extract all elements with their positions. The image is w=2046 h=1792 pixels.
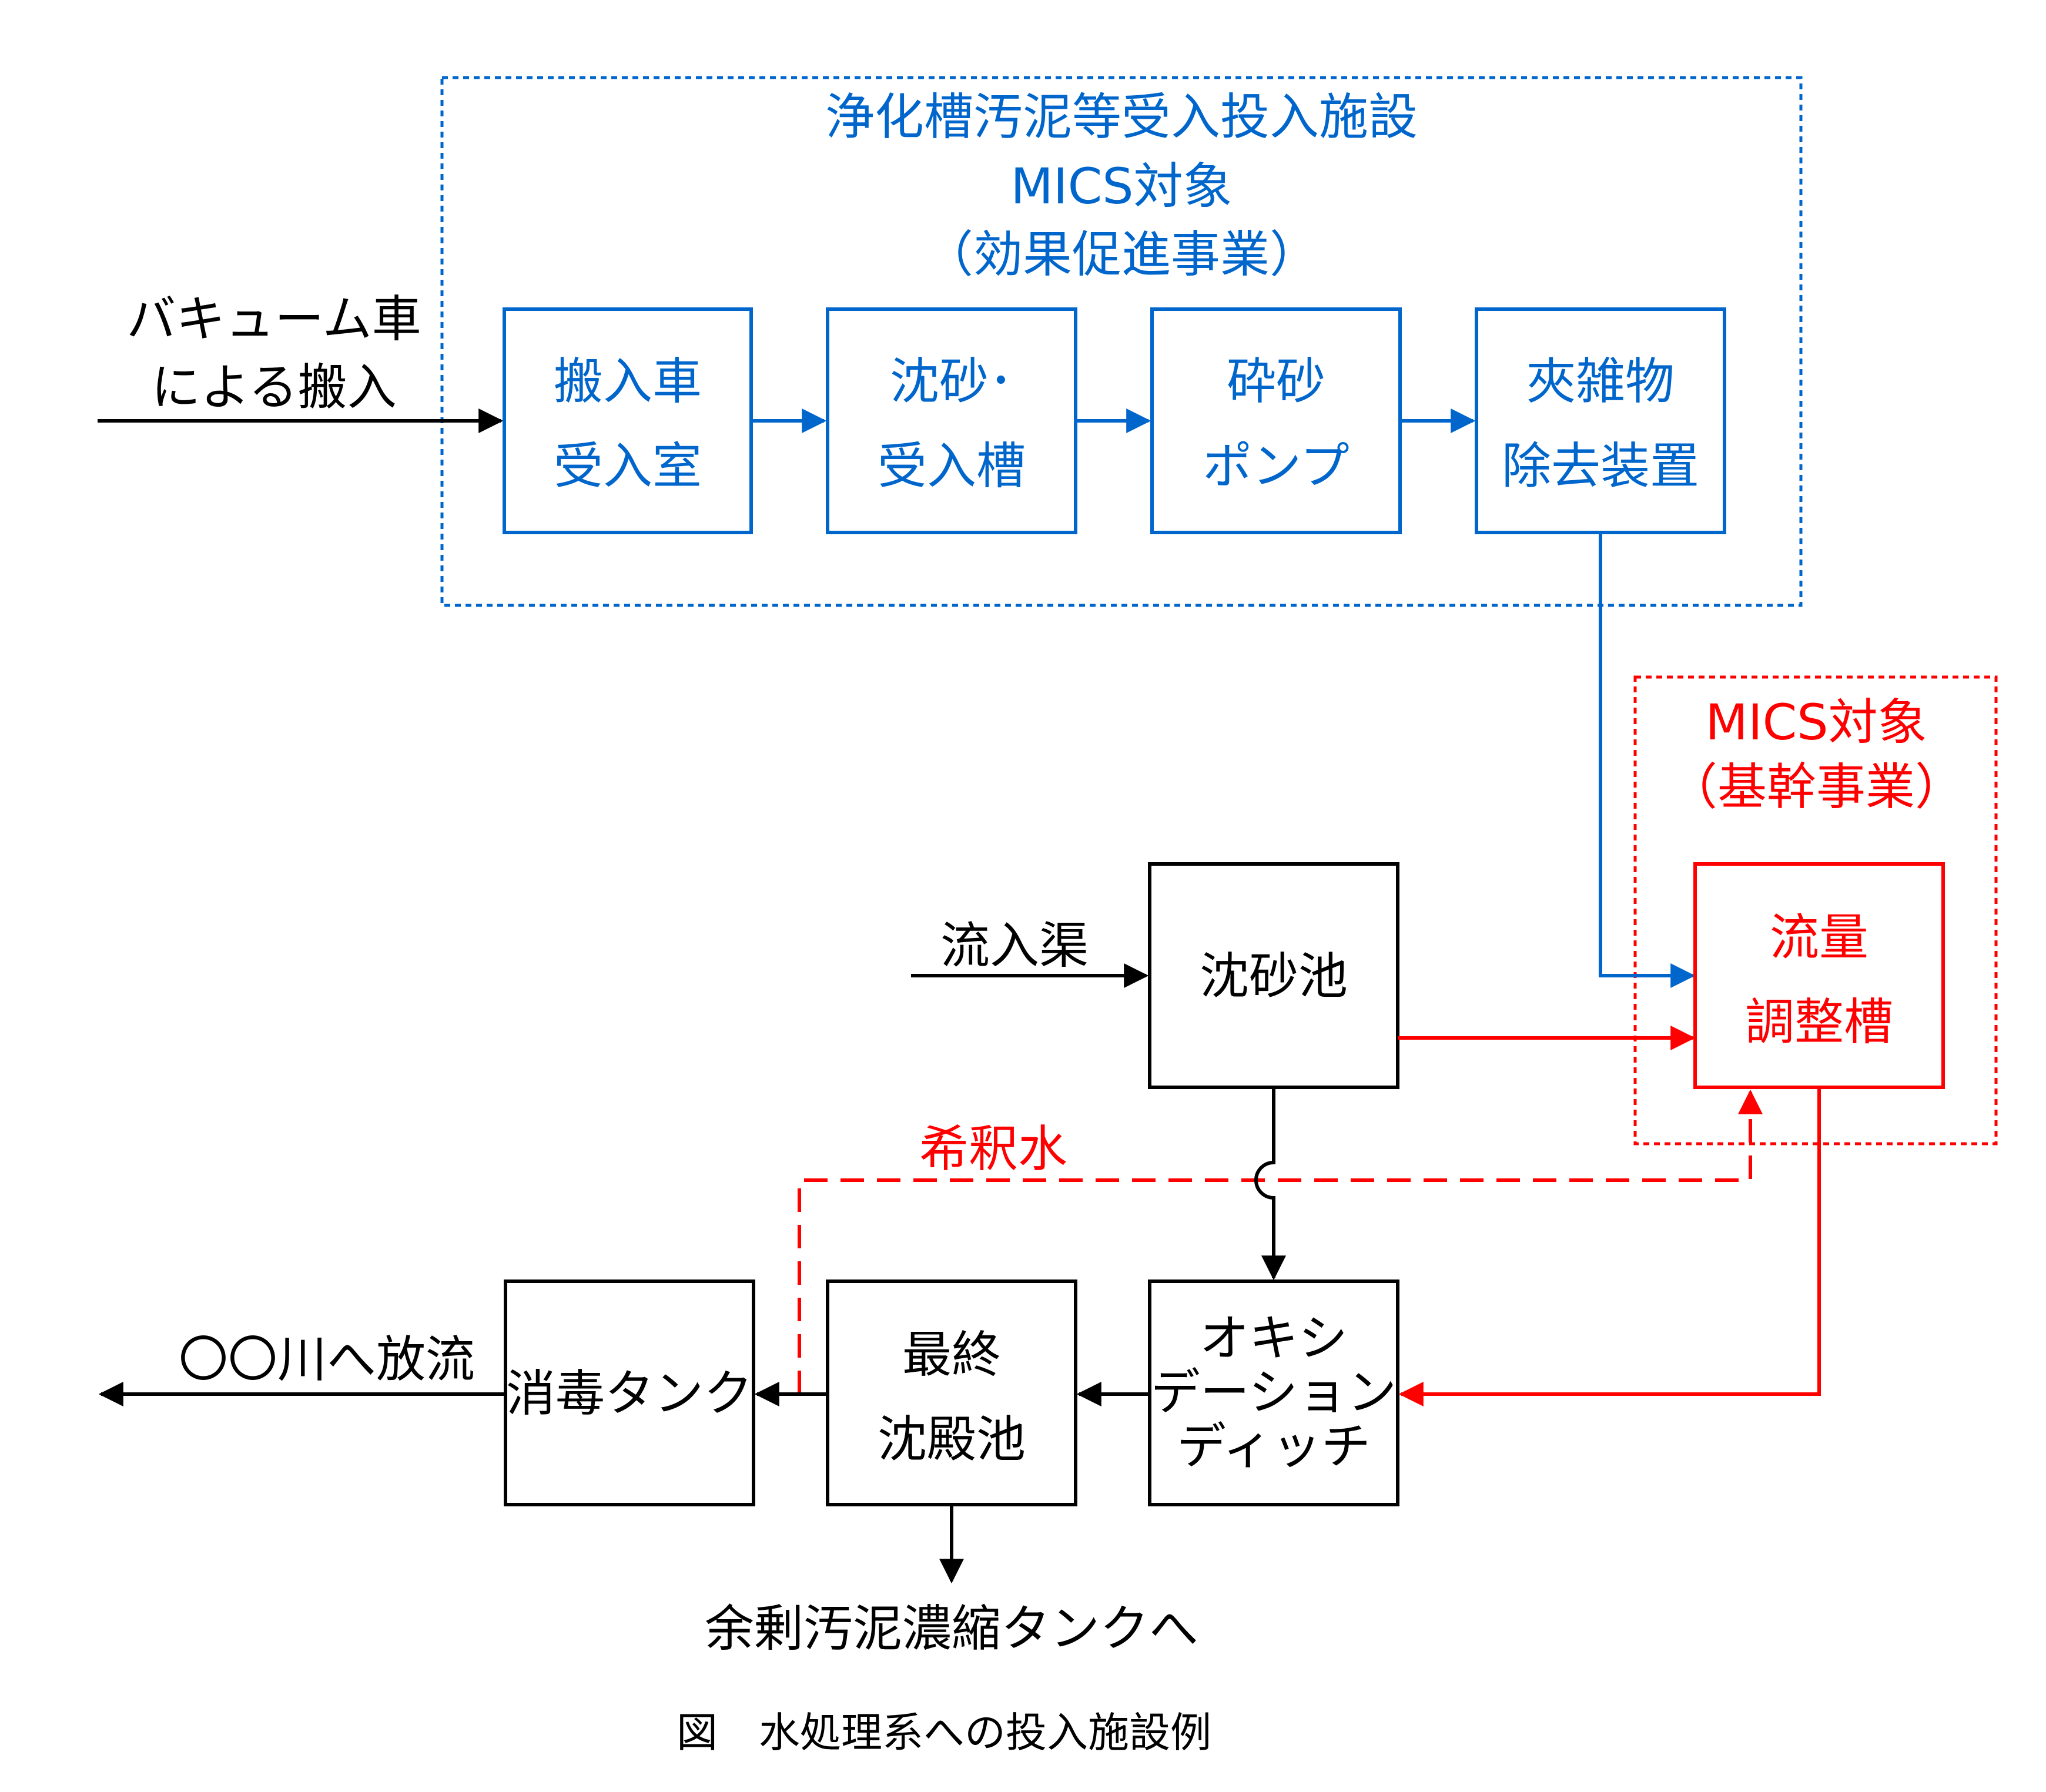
box-receive-room-line1: 搬入車: [554, 353, 702, 410]
box-disinfection-tank: 消毒タンク: [504, 1279, 755, 1506]
box-flow-equalization-tank: 流量 調整槽: [1693, 862, 1945, 1089]
box-flow-equalization-line2: 調整槽: [1745, 993, 1893, 1051]
box-oxidation-ditch: オキシ デーション ディッチ: [1148, 1279, 1399, 1506]
box-screen-removal-line1: 夾雑物: [1526, 353, 1675, 410]
box-oxidation-ditch-line3: ディッチ: [1177, 1418, 1371, 1475]
vacuum-truck-label: バキューム車: [126, 290, 421, 348]
box-grit-chamber: 沈砂池: [1148, 862, 1399, 1089]
box-grit-chamber-label: 沈砂池: [1200, 947, 1348, 1005]
box-oxidation-ditch-line1: オキシ: [1200, 1309, 1348, 1367]
box-oxidation-ditch-line2: デーション: [1151, 1364, 1397, 1421]
inflow-channel-label: 流入渠: [940, 917, 1089, 974]
arrow-grit-chamber-to-oxidation-ditch: [1254, 1087, 1286, 1281]
excess-sludge-label: 余剰汚泥濃縮タンクへ: [705, 1600, 1198, 1657]
box-grit-pump-line2: ポンプ: [1203, 437, 1349, 495]
box-receive-room: 搬入車 受入室: [503, 307, 753, 534]
box-grit-receiving-tank: 沈砂･ 受入槽: [826, 307, 1077, 534]
box-final-clarifier-line1: 最終: [902, 1326, 1001, 1384]
dilution-water-line: [798, 1089, 1763, 1394]
arrow-equalization-to-oxidation-ditch: [1398, 1087, 1821, 1406]
mics-effect-group-frame: [440, 76, 1803, 607]
group-top-mics-label: MICS対象: [1010, 158, 1232, 215]
box-grit-receiving-tank-line2: 受入槽: [878, 437, 1026, 495]
box-screen-removal-line2: 除去装置: [1502, 437, 1699, 495]
box-receive-room-line2: 受入室: [554, 437, 702, 495]
box-final-clarifier: 最終 沈殿池: [826, 1279, 1077, 1506]
figure-caption: 図 水処理系への投入施設例: [677, 1709, 1211, 1757]
group-right-mics-label: MICS対象: [1705, 694, 1927, 751]
arrow-screen-to-equalization: [1599, 532, 1696, 988]
box-grit-pump-line1: 砕砂: [1227, 353, 1325, 410]
river-discharge-label: 〇〇川へ放流: [179, 1331, 475, 1388]
dilution-water-label: 希釈水: [919, 1120, 1067, 1178]
vacuum-truck-label-line2: による搬入: [151, 359, 396, 416]
group-right-project-type: （基幹事業）: [1668, 758, 1964, 816]
box-grit-pump: 砕砂 ポンプ: [1150, 307, 1402, 534]
mics-core-group-frame: [1633, 675, 1998, 1145]
box-screen-removal: 夾雑物 除去装置: [1475, 307, 1726, 534]
box-final-clarifier-line2: 沈殿池: [878, 1411, 1026, 1468]
box-disinfection-tank-label: 消毒タンク: [506, 1365, 753, 1422]
box-flow-equalization-line1: 流量: [1770, 909, 1868, 966]
box-grit-receiving-tank-line1: 沈砂･: [890, 353, 1013, 410]
group-top-project-type: （効果促進事業）: [924, 226, 1319, 283]
group-top-title: 浄化槽汚泥等受入投入施設: [825, 88, 1418, 146]
